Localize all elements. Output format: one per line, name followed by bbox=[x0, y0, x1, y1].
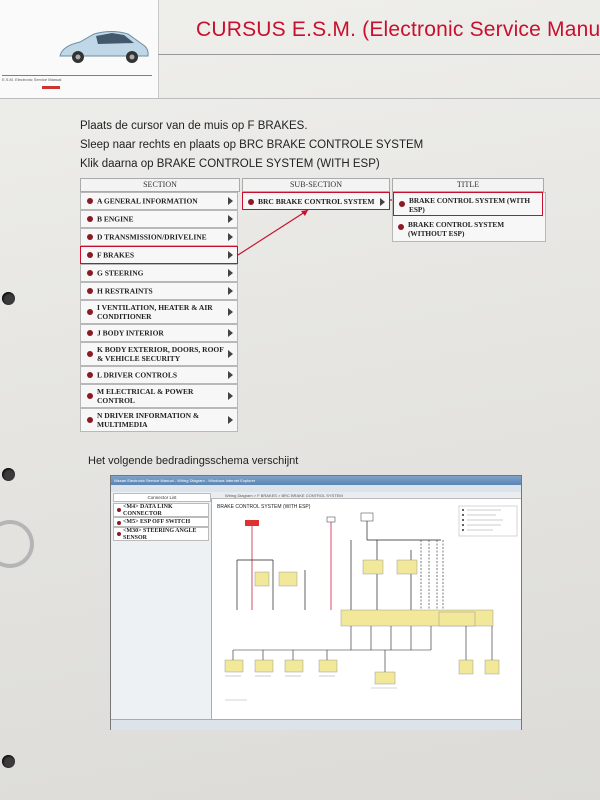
wiring-diagram bbox=[224, 505, 518, 701]
instruction-line-2: Sleep naar rechts en plaats op BRC BRAKE… bbox=[80, 139, 424, 151]
title-header: TITLE bbox=[392, 178, 544, 192]
connector-item-data-link[interactable]: <M4> DATA LINK CONNECTOR bbox=[113, 503, 209, 517]
arrow-right-icon bbox=[228, 269, 233, 277]
binder-hole bbox=[2, 292, 15, 305]
bullet-icon bbox=[87, 309, 93, 315]
header-divider bbox=[158, 54, 600, 55]
header-thumbnail: E.S.M. Electronic Service Manual bbox=[0, 0, 159, 99]
arrow-right-icon bbox=[228, 215, 233, 223]
bullet-icon bbox=[87, 270, 93, 276]
title-list: BRAKE CONTROL SYSTEM (WITH ESP) BRAKE CO… bbox=[392, 192, 546, 242]
bullet-icon bbox=[117, 521, 121, 525]
header-rule bbox=[0, 98, 600, 99]
section-item-engine[interactable]: B ENGINE bbox=[80, 210, 238, 228]
binder-hole bbox=[2, 755, 15, 768]
instruction-line-1: Plaats de cursor van de muis op F BRAKES… bbox=[80, 120, 308, 132]
section-item-general-information[interactable]: A GENERAL INFORMATION bbox=[80, 192, 238, 210]
binder-ring bbox=[0, 520, 34, 568]
arrow-right-icon bbox=[228, 416, 233, 424]
arrow-right-icon bbox=[228, 197, 233, 205]
connector-list-panel: Connector List <M4> DATA LINK CONNECTOR … bbox=[111, 492, 212, 719]
arrow-right-icon bbox=[228, 392, 233, 400]
window-title-bar: Nissan Electronic Service Manual - Wirin… bbox=[111, 476, 521, 485]
sub-section-header: SUB-SECTION bbox=[242, 178, 390, 192]
arrow-right-icon bbox=[228, 233, 233, 241]
bullet-icon bbox=[398, 224, 404, 230]
bullet-icon bbox=[87, 216, 93, 222]
wiring-diagram-window: Nissan Electronic Service Manual - Wirin… bbox=[110, 475, 522, 730]
section-item-body-interior[interactable]: J BODY INTERIOR bbox=[80, 324, 238, 342]
car-image bbox=[59, 31, 149, 63]
connector-item-steering-angle[interactable]: <M30> STEERING ANGLE SENSOR bbox=[113, 527, 209, 541]
section-item-brakes[interactable]: F BRAKES bbox=[80, 246, 238, 264]
bullet-icon bbox=[87, 234, 93, 240]
bullet-icon bbox=[399, 201, 405, 207]
section-item-steering[interactable]: G STEERING bbox=[80, 264, 238, 282]
arrow-right-icon bbox=[380, 198, 385, 206]
bullet-icon bbox=[117, 532, 121, 536]
bullet-icon bbox=[87, 417, 93, 423]
section-header: SECTION bbox=[80, 178, 240, 192]
bullet-icon bbox=[87, 198, 93, 204]
binder-hole bbox=[2, 468, 15, 481]
bullet-icon bbox=[87, 351, 93, 357]
diagram-title: BRAKE CONTROL SYSTEM (WITH ESP) bbox=[217, 504, 311, 510]
section-item-driver-information[interactable]: N DRIVER INFORMATION & MULTIMEDIA bbox=[80, 408, 238, 432]
section-item-ventilation[interactable]: I VENTILATION, HEATER & AIR CONDITIONER bbox=[80, 300, 238, 324]
section-item-electrical[interactable]: M ELECTRICAL & POWER CONTROL bbox=[80, 384, 238, 408]
bullet-icon bbox=[87, 330, 93, 336]
bullet-icon bbox=[117, 508, 121, 512]
title-item-with-esp[interactable]: BRAKE CONTROL SYSTEM (WITH ESP) bbox=[393, 192, 543, 216]
bullet-icon bbox=[87, 252, 93, 258]
page-title: CURSUS E.S.M. (Electronic Service Manual… bbox=[196, 18, 600, 41]
window-status-bar bbox=[111, 719, 521, 730]
bullet-icon bbox=[87, 288, 93, 294]
title-item-without-esp[interactable]: BRAKE CONTROL SYSTEM (WITHOUT ESP) bbox=[393, 218, 543, 240]
diagram-caption: Het volgende bedradingsschema verschijnt bbox=[88, 455, 299, 467]
sub-section-item-brake-control[interactable]: BRC BRAKE CONTROL SYSTEM bbox=[242, 192, 390, 210]
section-item-body-exterior[interactable]: K BODY EXTERIOR, DOORS, ROOF & VEHICLE S… bbox=[80, 342, 238, 366]
bullet-icon bbox=[87, 393, 93, 399]
section-item-restraints[interactable]: H RESTRAINTS bbox=[80, 282, 238, 300]
esm-navigation-table: SECTION SUB-SECTION TITLE A GENERAL INFO… bbox=[80, 178, 550, 433]
instruction-line-3: Klik daarna op BRAKE CONTROLE SYSTEM (WI… bbox=[80, 158, 380, 170]
arrow-right-icon bbox=[228, 287, 233, 295]
arrow-right-icon bbox=[228, 329, 233, 337]
connector-list-header: Connector List bbox=[113, 493, 211, 502]
connector-item-esp-off-switch[interactable]: <M5> ESP OFF SWITCH bbox=[113, 517, 209, 527]
bullet-icon bbox=[87, 372, 93, 378]
arrow-right-icon bbox=[228, 371, 233, 379]
arrow-right-icon bbox=[228, 308, 233, 316]
breadcrumb-tab: Wiring Diagram > F BRAKES > BRC BRAKE CO… bbox=[211, 492, 521, 499]
arrow-right-icon bbox=[228, 251, 233, 259]
section-item-transmission[interactable]: D TRANSMISSION/DRIVELINE bbox=[80, 228, 238, 246]
thumbnail-caption: E.S.M. Electronic Service Manual bbox=[2, 75, 152, 85]
bullet-icon bbox=[248, 199, 254, 205]
section-item-driver-controls[interactable]: L DRIVER CONTROLS bbox=[80, 366, 238, 384]
thumbnail-footer bbox=[2, 86, 152, 92]
arrow-right-icon bbox=[228, 350, 233, 358]
